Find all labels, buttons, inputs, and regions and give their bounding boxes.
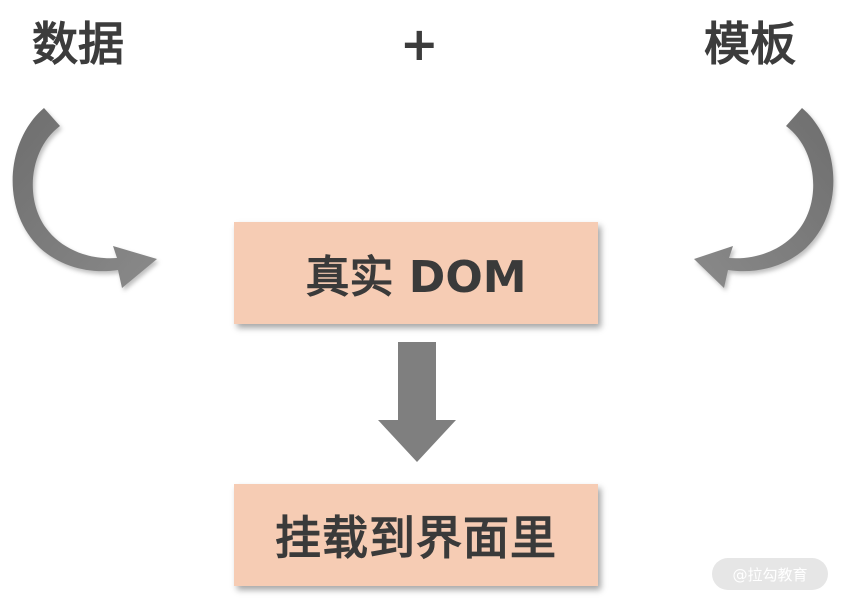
mount-to-ui-label: 挂载到界面里 — [275, 511, 557, 565]
left-curved-arrow-icon — [12, 108, 158, 288]
watermark-badge: @拉勾教育 — [712, 558, 828, 590]
template-label: 模板 — [704, 17, 796, 71]
data-label: 数据 — [32, 17, 124, 71]
right-curved-arrow-icon — [694, 108, 834, 288]
real-dom-label: 真实 DOM — [305, 252, 527, 303]
mount-to-ui-box: 挂载到界面里 — [234, 484, 598, 586]
plus-operator: + — [400, 17, 439, 71]
real-dom-box: 真实 DOM — [234, 222, 598, 324]
down-arrow-icon — [378, 342, 456, 462]
